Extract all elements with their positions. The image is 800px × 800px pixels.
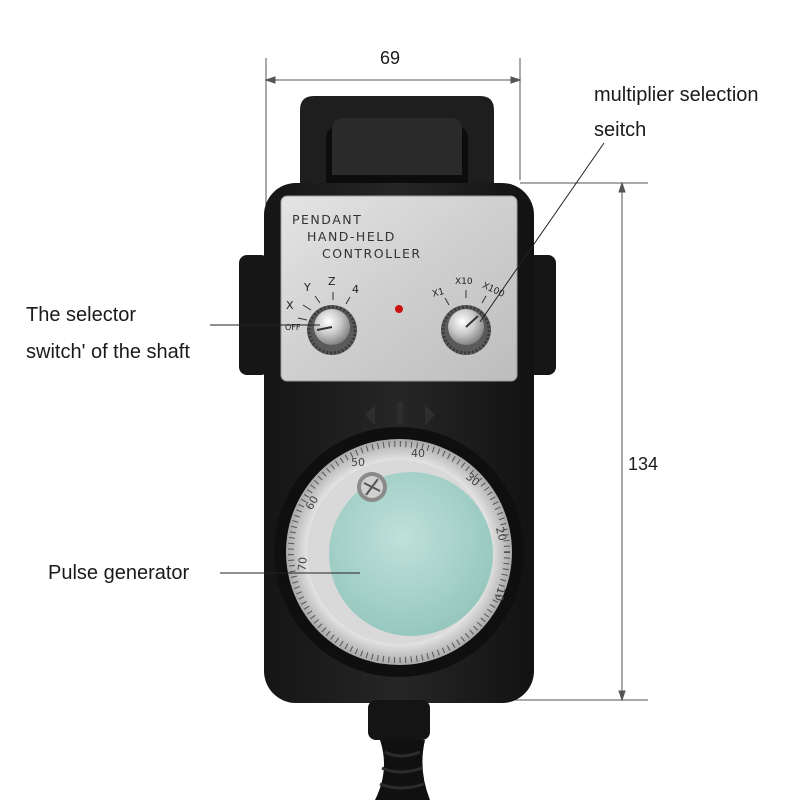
left-grip [239, 255, 269, 375]
screw-icon [357, 472, 387, 502]
dimension-lines [264, 58, 648, 702]
axis-selector-knob[interactable] [307, 305, 357, 355]
multiplier-knob[interactable] [441, 305, 491, 355]
axis-knob-markings: OFF X Y Z 4 [285, 275, 359, 332]
selector-callout-line2: switch' of the shaft [26, 341, 190, 363]
panel-title-line3: CONTROLLER [322, 246, 422, 261]
axis-mark-z: Z [328, 275, 336, 288]
dial-number-70: 70 [296, 556, 310, 571]
panel-title-line1: PENDANT [292, 212, 362, 227]
selector-callout-line1: The selector [26, 304, 137, 326]
axis-mark-4: 4 [352, 283, 359, 296]
pulse-generator-callout: Pulse generator [48, 562, 190, 584]
width-dimension-label: 69 [380, 48, 401, 68]
pulse-generator-wheel[interactable] [274, 427, 524, 677]
callout-leaders [210, 142, 605, 574]
dial-number-60: 60 [303, 494, 321, 513]
dial-number-50: 50 [351, 456, 365, 469]
multiplier-mark-x10: X10 [455, 277, 473, 287]
dial-number-10: 10 [492, 586, 508, 603]
axis-mark-y: Y [303, 281, 311, 294]
hand-strap [300, 96, 494, 185]
dial-number-40: 40 [411, 447, 425, 460]
cable [368, 700, 430, 800]
axis-mark-x: X [286, 299, 294, 312]
height-dimension-label: 134 [628, 454, 659, 474]
panel-title-line2: HAND-HELD [307, 229, 396, 244]
dial-face [329, 472, 493, 636]
dial-number-20: 20 [493, 525, 509, 542]
direction-arrows [365, 402, 435, 425]
status-led [395, 305, 403, 313]
multiplier-callout-line1: multiplier selection [594, 84, 759, 106]
multiplier-callout-line2: seitch [594, 119, 647, 141]
axis-mark-off: OFF [285, 323, 301, 332]
multiplier-mark-x1: X1 [431, 287, 445, 300]
